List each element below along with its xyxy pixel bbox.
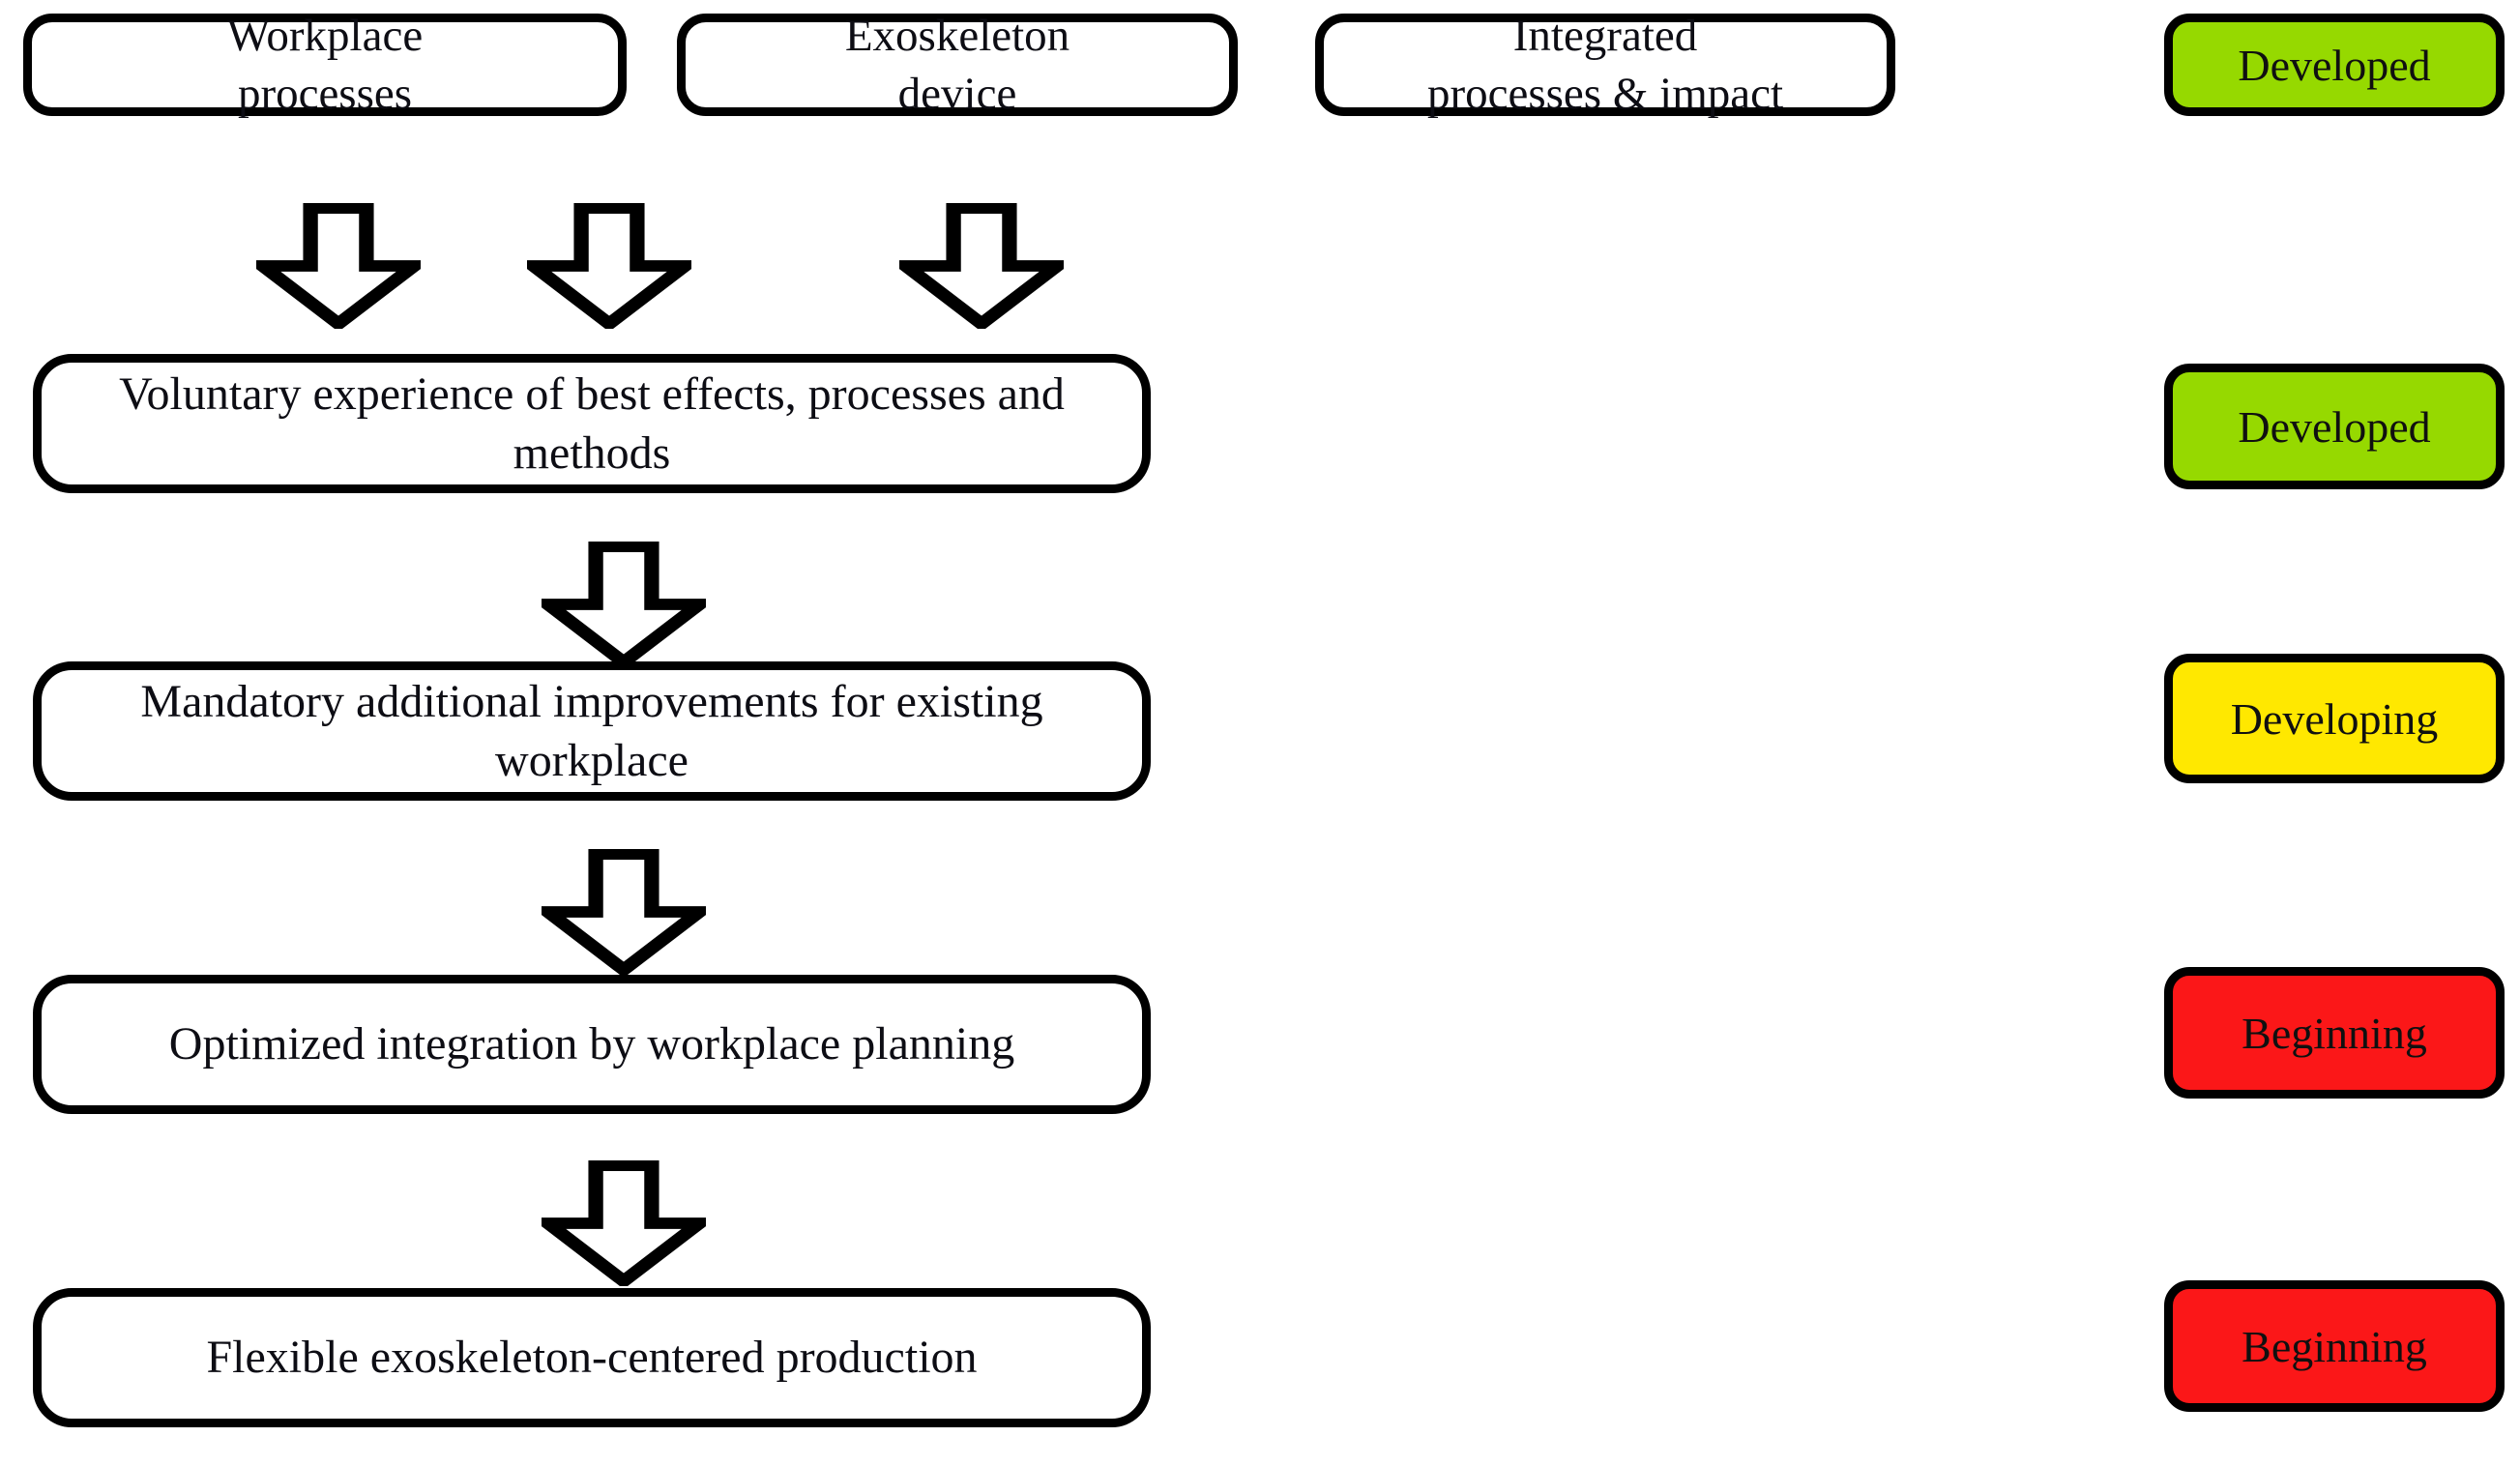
stage-box-label: Flexible exoskeleton-centered production <box>206 1332 978 1384</box>
stage-box-voluntary-experience[interactable]: Voluntary experience of best effects, pr… <box>33 354 1151 493</box>
status-badge-label: Beginning <box>2242 1321 2427 1371</box>
stage-box-flexible-production[interactable]: Flexible exoskeleton-centered production <box>33 1288 1151 1427</box>
status-badge-optimized-integration[interactable]: Beginning <box>2164 967 2505 1099</box>
arrow-workplace-to-voluntary-down-icon <box>256 203 421 329</box>
stage-box-label: Optimized integration by workplace plann… <box>168 1018 1015 1070</box>
arrow-voluntary-to-mandatory-down-icon <box>542 542 706 667</box>
status-badge-voluntary-experience[interactable]: Developed <box>2164 364 2505 489</box>
stage-box-label: Voluntary experience of best effects, pr… <box>119 367 1065 479</box>
arrow-mandatory-to-optimized-down-icon <box>542 849 706 975</box>
arrow-optimized-to-flexible-down-icon <box>542 1160 706 1286</box>
stage-box-label: Mandatory additional improvements for ex… <box>140 675 1043 786</box>
arrow-integrated-to-voluntary-down-icon <box>899 203 1064 329</box>
arrow-exoskeleton-to-voluntary-down-icon <box>527 203 691 329</box>
status-badge-label: Developed <box>2238 401 2431 452</box>
status-badge-top-row[interactable]: Developed <box>2164 14 2505 116</box>
status-badge-label: Developed <box>2238 40 2431 90</box>
status-badge-label: Beginning <box>2242 1008 2427 1058</box>
status-badge-flexible-production[interactable]: Beginning <box>2164 1280 2505 1412</box>
stage-box-mandatory-improvements[interactable]: Mandatory additional improvements for ex… <box>33 661 1151 801</box>
status-badge-mandatory-improvements[interactable]: Developing <box>2164 654 2505 783</box>
status-badge-label: Developing <box>2230 693 2439 744</box>
stage-box-optimized-integration[interactable]: Optimized integration by workplace plann… <box>33 975 1151 1114</box>
